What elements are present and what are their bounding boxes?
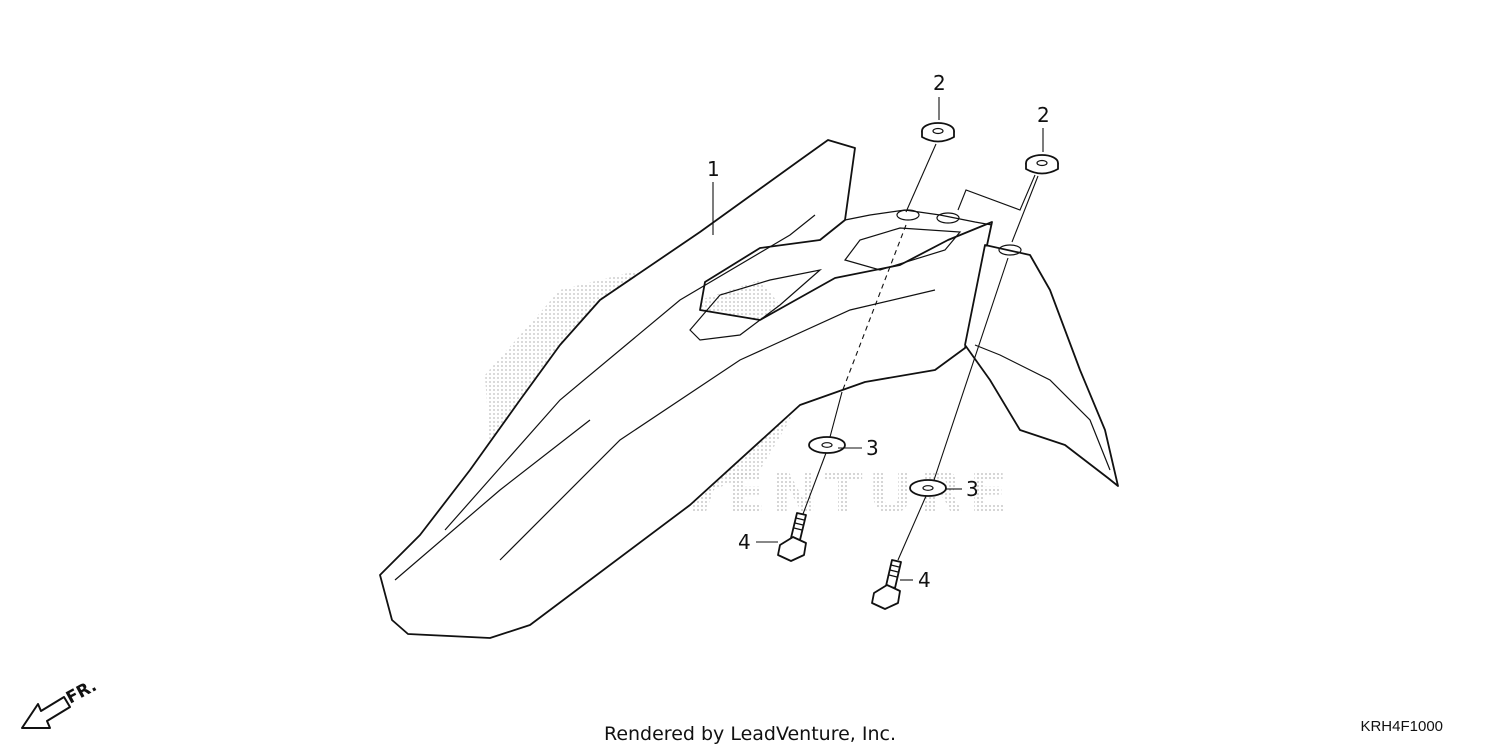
fender-body [379,139,993,639]
fender-mount-ridge [844,209,993,226]
fender-rear-skirt [964,244,1119,487]
diagram-code: KRH4F1000 [1360,718,1443,735]
fender-vent [689,268,823,341]
grommet-upper-right [1025,154,1059,175]
callout-2a: 2 [933,71,946,95]
washer-left [808,436,846,454]
callout-2b: 2 [1037,103,1050,127]
grommet-upper-left [921,122,955,143]
callout-4b: 4 [918,568,931,592]
fender-slot [843,227,962,271]
front-fender [379,139,1119,639]
mount-hole-1 [896,209,920,221]
rendered-by-credit: Rendered by LeadVenture, Inc. [604,723,896,745]
mount-hole-2 [936,212,960,224]
mount-hole-3 [998,244,1022,256]
fender-inner-edge [974,344,1111,471]
front-direction-indicator: FR. [21,676,100,729]
fender-crease-2 [499,289,936,561]
fender-crease-1 [444,214,816,531]
bolt-left [777,512,807,562]
callout-1: 1 [707,157,720,181]
arrow-left-down-icon [21,696,71,729]
leader-lines [712,97,1044,581]
bolt-right [871,559,902,610]
fender-crease-3 [394,419,591,581]
callouts: 1 2 2 3 3 4 4 [707,71,1050,592]
callout-3a: 3 [866,436,879,460]
callout-3b: 3 [966,477,979,501]
callout-4a: 4 [738,530,751,554]
washer-right [909,479,947,497]
